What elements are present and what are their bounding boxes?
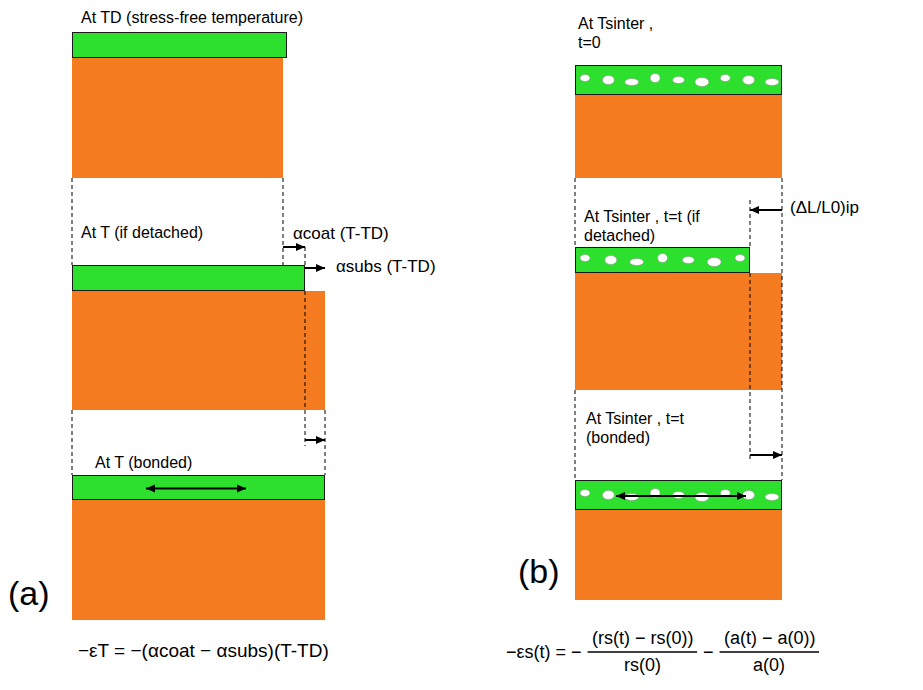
dashed-line [72,178,73,265]
pore [580,75,590,82]
substrate-block [575,510,782,600]
displacement-arrow [283,246,305,248]
pore [707,258,721,267]
dashed-line [72,410,73,475]
fraction-denominator: rs(0) [624,655,661,676]
state-heading: At Tsinter , t=t (bonded) [586,409,721,447]
pore [720,75,730,82]
fraction-numerator: (rs(t) − rs(0)) [592,628,693,649]
pore [695,78,709,87]
pore [658,254,668,263]
coating-detail [576,481,781,509]
coating-layer: At Tsinter , t=0 [575,65,782,95]
dashed-line [305,291,306,446]
pore [580,490,590,497]
fraction-bar [720,651,820,653]
equation-term: −εs(t) = − [506,642,582,663]
coating-detail [73,476,324,499]
pore [630,259,644,266]
pore [650,74,660,83]
pore [743,76,755,85]
displacement-label: αcoat (T-TD) [293,224,389,244]
coating-layer: At Tsinter , t=t (if detached) [575,247,750,273]
coating-detail [576,248,749,272]
pore [765,79,779,86]
displacement-arrow [750,209,782,211]
fraction-numerator: (a(t) − a(0)) [724,628,816,649]
fraction-denominator: a(0) [753,655,785,676]
dashed-line [750,273,751,462]
dashed-line [750,200,751,247]
panel-label: (a) [8,574,50,613]
pore [605,256,617,265]
shrinkage-label: (ΔL/L0)ip [790,198,859,218]
pore [602,491,614,500]
dashed-line [575,178,576,247]
state-heading: At TD (stress-free temperature) [81,8,303,27]
substrate-block [575,273,782,390]
dashed-line [283,178,284,272]
pore [602,76,614,85]
substrate-block [72,500,325,620]
coating-layer: At Tsinter , t=t (bonded) [575,480,782,510]
dashed-line [575,390,576,480]
dashed-line [325,410,326,475]
panel-label: (b) [518,552,560,591]
fraction-bar [588,651,697,653]
coating-detail [576,66,781,94]
state-heading: At T (bonded) [95,453,192,472]
alignment-lines [72,178,782,480]
substrate-block [575,95,782,178]
state-heading: At Tsinter , t=0 [578,14,678,52]
pore [580,255,590,262]
stress-arrow [146,488,246,490]
dashed-line [305,247,306,265]
pore [765,494,779,501]
displacement-arrow [305,439,325,441]
displacement-label: αsubs (T-TD) [336,257,436,277]
displacement-arrows [283,210,782,455]
pore [673,77,685,84]
coating-layer: At TD (stress-free temperature) [72,32,287,58]
displacement-arrow [750,454,782,456]
equation-operator: − [703,642,714,663]
substrate-block [72,291,325,410]
coating-layer: At T (if detached) [72,265,305,291]
state-heading: At Tsinter , t=t (if detached) [584,207,734,245]
substrate [72,58,782,620]
state-heading: At T (if detached) [81,223,203,242]
strain-equation: −εT = −(αcoat − αsubs)(T-TD) [78,640,329,662]
pore [682,257,694,264]
coating-layer: At T (bonded) [72,475,325,500]
dashed-line [782,178,783,480]
pore [735,255,745,262]
pore [625,79,639,86]
stress-arrow [616,495,746,497]
substrate-block [72,58,283,178]
